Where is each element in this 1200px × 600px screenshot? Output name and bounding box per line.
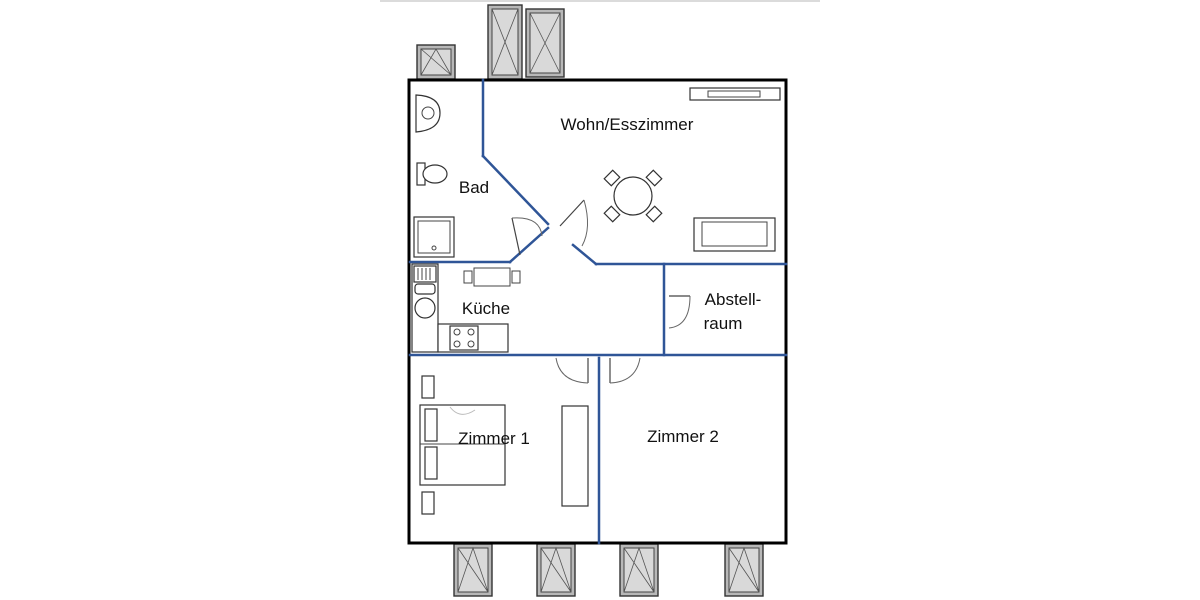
wardrobe-icon xyxy=(561,405,589,507)
outer-wall xyxy=(407,78,788,545)
toilet-icon xyxy=(416,162,448,186)
door-icon xyxy=(555,357,589,384)
door-icon xyxy=(668,295,691,329)
sink-icon xyxy=(415,94,441,133)
door-icon xyxy=(511,217,543,256)
room-label-storage-line2: raum xyxy=(704,314,743,333)
sofa-icon xyxy=(693,217,776,252)
window-icon xyxy=(619,543,659,597)
nightstand-icon xyxy=(421,375,435,515)
dining-table-icon xyxy=(603,169,663,223)
bed-icon xyxy=(419,404,506,486)
window-icon xyxy=(724,543,764,597)
window-icon xyxy=(536,543,576,597)
room-label-storage-line1: Abstell- xyxy=(705,290,762,309)
kitchen-sink-icon xyxy=(413,265,437,319)
window-icon xyxy=(416,44,456,80)
interior-walls xyxy=(408,78,788,545)
room-label-room2: Zimmer 2 xyxy=(647,427,719,446)
shower-icon xyxy=(413,216,455,258)
radiator-icon xyxy=(689,87,781,101)
room-label-room1: Zimmer 1 xyxy=(458,429,530,448)
window-icon xyxy=(525,8,565,78)
room-label-kitchen: Küche xyxy=(462,299,510,318)
room-label-bath: Bad xyxy=(459,178,489,197)
window-icon xyxy=(487,4,523,80)
room-label-living: Wohn/Esszimmer xyxy=(561,115,694,134)
window-icon xyxy=(453,543,493,597)
kitchen-table-icon xyxy=(463,267,521,287)
door-icon xyxy=(609,357,641,384)
stove-icon xyxy=(449,325,479,351)
door-icon xyxy=(559,199,588,247)
